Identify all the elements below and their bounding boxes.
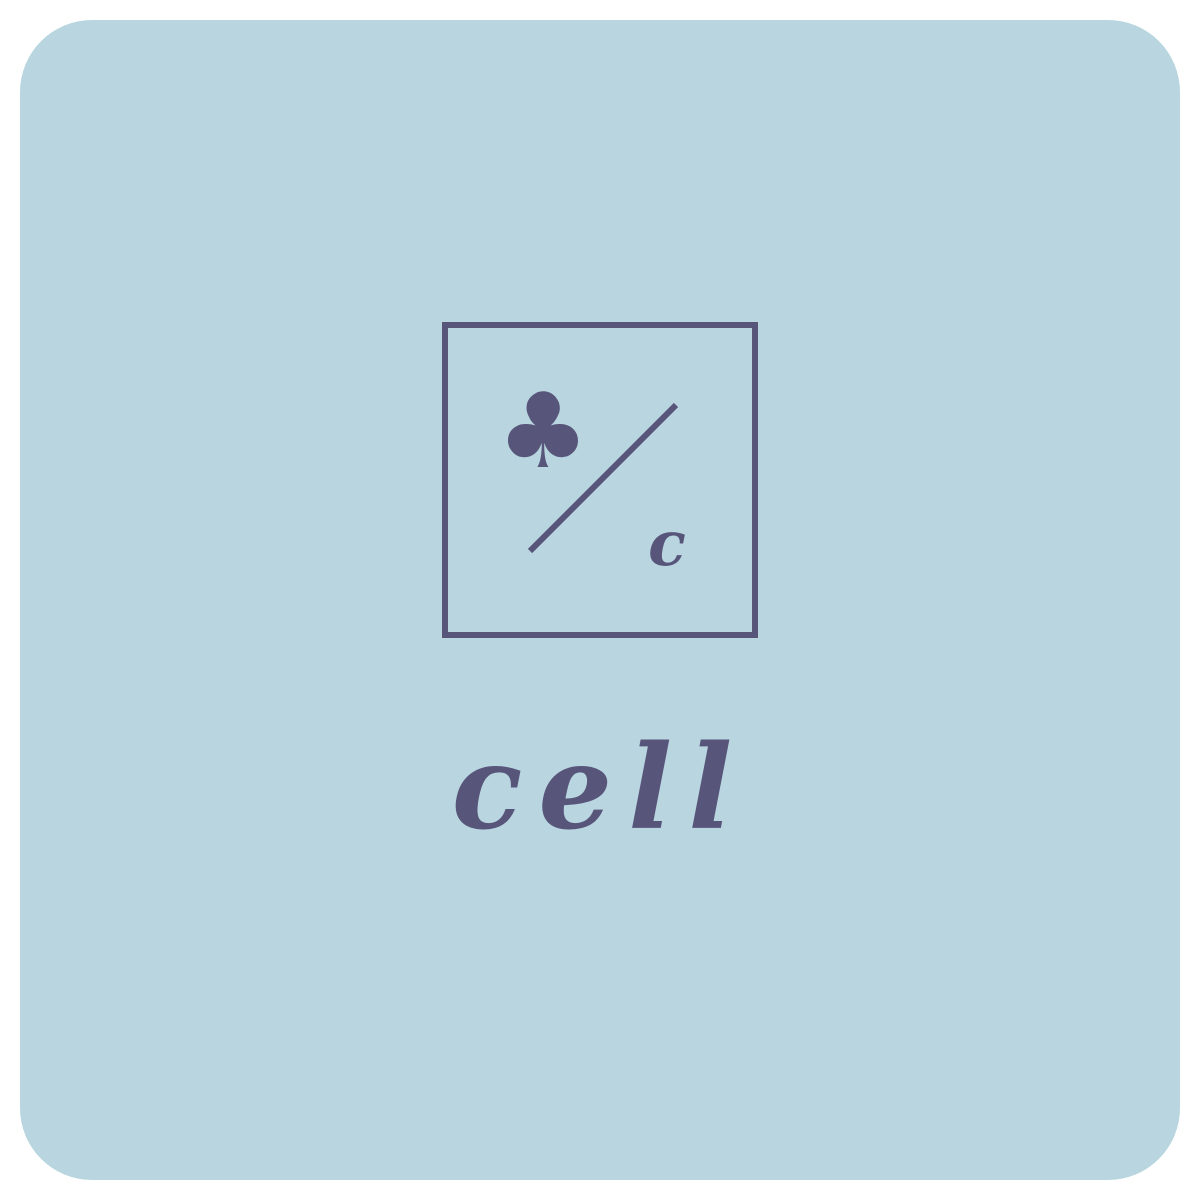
cell-logo-svg: ♣ c xyxy=(442,322,758,638)
cell-logo-icon: ♣ c xyxy=(442,322,758,638)
app-name-wordmark: cell xyxy=(451,720,749,856)
fraction-slash xyxy=(527,402,679,554)
club-icon: ♣ xyxy=(496,370,589,492)
app-icon-card xyxy=(20,20,1180,1180)
letter-c: c xyxy=(648,507,686,580)
logo-frame xyxy=(442,322,758,638)
